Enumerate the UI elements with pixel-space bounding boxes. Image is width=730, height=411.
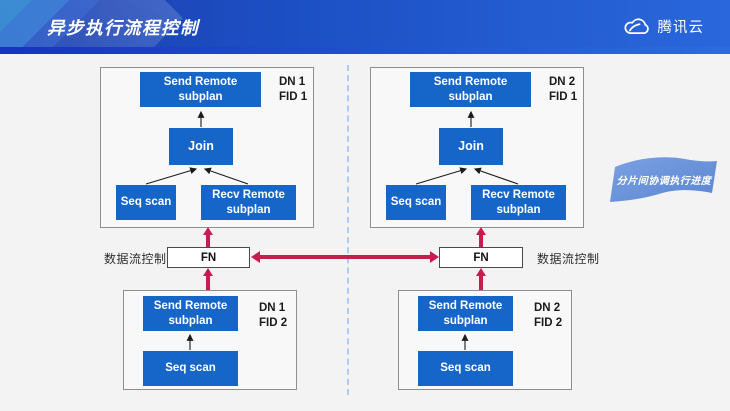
red-arrow-up-right-top — [476, 227, 486, 247]
plan-group-dn1-fid2: Send Remote subplan DN 1 FID 2 Seq scan — [123, 290, 297, 390]
fn-box-right: FN — [439, 247, 523, 268]
header-bar: 异步执行流程控制 腾讯云 — [0, 0, 730, 54]
logo-text: 腾讯云 — [657, 20, 704, 36]
red-arrow-up-left-top — [203, 227, 213, 247]
dn-label: DN 2 — [549, 76, 576, 88]
cloud-icon — [624, 18, 649, 35]
plan-group-dn1-fid1: Send Remote subplan DN 1 FID 1 Join Seq … — [100, 67, 314, 228]
node-seq-scan: Seq scan — [386, 185, 446, 220]
arrowhead — [476, 227, 486, 235]
arrowhead-right — [430, 251, 439, 263]
dn-fid-label: DN 1 FID 2 — [259, 301, 287, 331]
arrow-stem — [206, 275, 210, 290]
tencent-cloud-logo: 腾讯云 — [621, 16, 705, 37]
plan-group-dn2-fid1: Send Remote subplan DN 2 FID 1 Join Seq … — [370, 67, 584, 228]
node-recv-remote-subplan: Recv Remote subplan — [201, 185, 296, 220]
arrowhead — [203, 268, 213, 276]
arrowhead — [203, 227, 213, 235]
center-dashed-divider — [347, 65, 349, 395]
data-flow-caption-left: 数据流控制 — [104, 252, 167, 266]
dn-label: DN 1 — [279, 76, 306, 88]
page-title: 异步执行流程控制 — [47, 18, 199, 38]
dn-fid-label: DN 2 FID 1 — [549, 75, 577, 105]
data-flow-caption-right: 数据流控制 — [537, 252, 600, 266]
header-bottom-band — [0, 47, 730, 54]
plan-group-dn2-fid2: Send Remote subplan DN 2 FID 2 Seq scan — [398, 290, 572, 390]
fid-label: FID 1 — [279, 91, 308, 103]
arrow-line — [259, 255, 431, 259]
arrow-stem — [479, 275, 483, 290]
arrow-stem — [206, 234, 210, 247]
node-send-remote-subplan: Send Remote subplan — [410, 72, 531, 107]
node-join: Join — [169, 128, 233, 165]
node-recv-remote-subplan: Recv Remote subplan — [471, 185, 566, 220]
node-seq-scan: Seq scan — [116, 185, 176, 220]
dn-label: DN 1 — [259, 302, 286, 314]
node-seq-scan: Seq scan — [418, 351, 513, 386]
red-arrow-up-left-bottom — [203, 268, 213, 290]
red-double-arrow — [251, 251, 439, 263]
arrowhead-left — [251, 251, 260, 263]
node-send-remote-subplan: Send Remote subplan — [418, 296, 513, 331]
dn-fid-label: DN 2 FID 2 — [534, 301, 562, 331]
fid-label: FID 1 — [549, 91, 578, 103]
fid-label: FID 2 — [259, 317, 288, 329]
dn-fid-label: DN 1 FID 1 — [279, 75, 307, 105]
red-arrow-up-right-bottom — [476, 268, 486, 290]
ribbon-flag — [610, 157, 717, 202]
dn-label: DN 2 — [534, 302, 561, 314]
ribbon-text: 分片间协调执行进度 — [616, 176, 712, 187]
arrowhead — [476, 268, 486, 276]
node-send-remote-subplan: Send Remote subplan — [140, 72, 261, 107]
node-send-remote-subplan: Send Remote subplan — [143, 296, 238, 331]
arrow-stem — [479, 234, 483, 247]
fid-label: FID 2 — [534, 317, 563, 329]
node-join: Join — [439, 128, 503, 165]
fn-box-left: FN — [167, 247, 250, 268]
node-seq-scan: Seq scan — [143, 351, 238, 386]
